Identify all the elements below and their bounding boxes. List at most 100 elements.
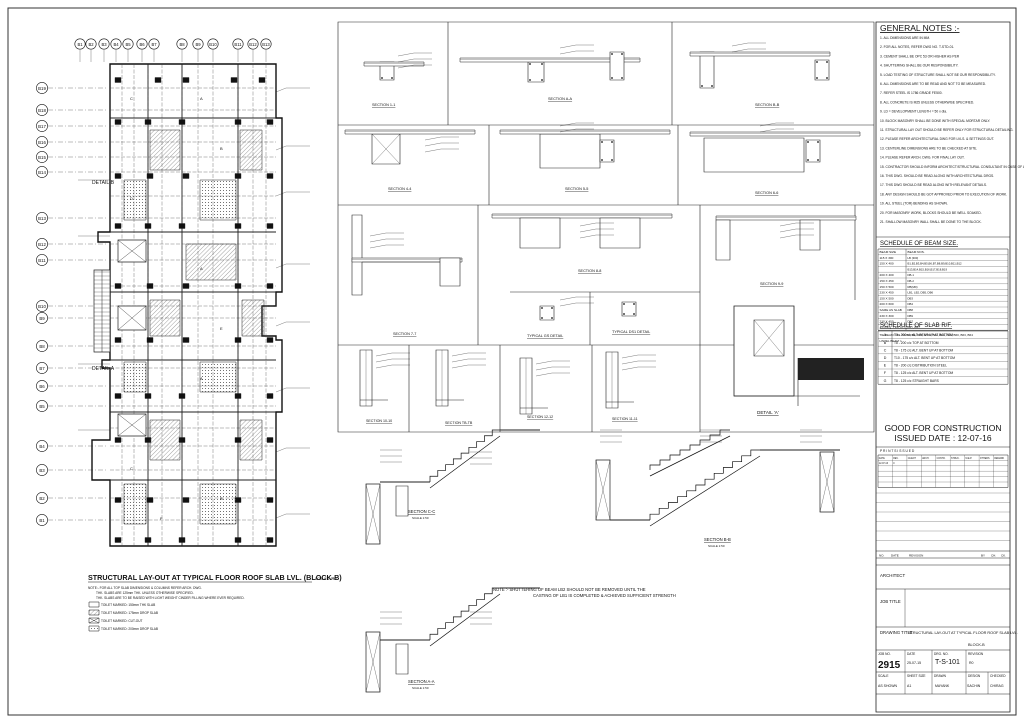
legend-2: TOILET MARKED: 175mm DROP SLAB (101, 611, 158, 615)
section-title-11-11: SECTION 11-11 (612, 417, 638, 421)
drop-slab (124, 362, 146, 392)
beam-size-cell: 230 X 300 (880, 314, 894, 318)
column (145, 120, 151, 125)
staircase (94, 270, 110, 352)
column (267, 224, 273, 229)
column (231, 78, 237, 83)
sunk-slab (186, 244, 236, 280)
row-bubble-circle (36, 464, 47, 475)
stair-flight-b2 (650, 430, 730, 476)
slab-mark: A (200, 266, 203, 271)
col-bubble-circle (193, 39, 203, 49)
leader (732, 43, 748, 46)
leader (580, 223, 596, 226)
column (183, 498, 189, 503)
stair-note-line-2: CASTING OF LB1 IS COMPLETED & ACHIEVED S… (533, 593, 676, 598)
rebar (807, 141, 809, 143)
row-bubble-b3: B3 (36, 464, 108, 475)
beam-outline (600, 140, 614, 162)
prints-cell: 0 (893, 463, 895, 465)
drawing-title: STRUCTURAL LAY-OUT AT TYPICAL FLOOR ROOF… (908, 631, 1018, 635)
leader (425, 137, 441, 140)
detail-a-title: DETAIL 'A' (757, 410, 779, 415)
prints-cell: DATE (879, 457, 885, 460)
stair-waist (650, 456, 760, 526)
general-note-item: 16. THIS DWG. SHOULD BE READ ALONG WITH … (880, 174, 994, 178)
slab-reinf-cell: T8 - 125 c/c ALT. BENT UP AT BOTTOM (894, 371, 953, 375)
tb-checked: CHIRAG (990, 684, 1004, 688)
row-bubble-circle (36, 104, 47, 115)
beam-nos-cell: DB8 (908, 308, 914, 312)
col-bubble-label: B2 (88, 42, 94, 47)
tb-label: SCALE (878, 674, 888, 678)
slab-mark: B (220, 146, 223, 151)
col-bubble-label: B12 (249, 42, 257, 47)
column (179, 224, 185, 229)
rebar (826, 77, 828, 79)
col-bubble-label: B4 (113, 42, 119, 47)
x (596, 460, 610, 520)
tb-label: SHEET SIZE (907, 674, 926, 678)
sunk-slab (150, 130, 180, 170)
callout-leader (276, 514, 286, 518)
row-bubble-label: B14 (38, 170, 46, 175)
general-note-item: 18. ANY DESIGN SHOULD BE GOT APPROVED PR… (880, 192, 1007, 196)
beam-nos-cell: DB7 (908, 320, 914, 324)
row-bubble-circle (36, 82, 47, 93)
leader (398, 59, 414, 62)
callout-leader (276, 192, 286, 196)
slab-mark-cell: D (884, 356, 887, 360)
stair-flight-c (430, 430, 500, 488)
column (179, 394, 185, 399)
beam-section (540, 306, 554, 320)
beam-size-cell: 150 X 450 (880, 279, 894, 283)
leader (376, 365, 392, 368)
section-title-9-9: SECTION 9-9 (760, 282, 783, 286)
leader (622, 361, 638, 364)
shaft (118, 240, 146, 262)
column (115, 284, 121, 289)
row-bubble-circle (36, 362, 47, 373)
row-bubble-b19: B19 (36, 82, 108, 93)
column (147, 338, 153, 343)
leader (452, 353, 468, 356)
stair-waist (430, 436, 500, 488)
leader (780, 223, 796, 226)
rev-header-cell: CK. (1001, 554, 1006, 558)
slab-mark-cell: C (884, 348, 887, 352)
tb-label: DATE (907, 652, 915, 656)
beam-section (700, 52, 714, 88)
row-bubble-b6: B6 (36, 380, 108, 391)
col-bubble-b4: B4 (111, 39, 121, 62)
drawing-title-label: DRAWING TITLE (880, 630, 913, 635)
row-bubble-b15: B15 (36, 151, 108, 162)
prints-cell: OTHERS (980, 458, 990, 460)
leader (376, 359, 392, 362)
prints-cell: ARCH. (922, 457, 930, 460)
x (366, 632, 380, 692)
slab-mark: C (130, 466, 133, 471)
beam-size-cell: 150 X 400 (880, 262, 894, 266)
tb-label: DESIGN (968, 674, 981, 678)
beam-size-cell: AS REQ. LAYOUT (880, 325, 906, 329)
column (147, 174, 153, 179)
leader (452, 365, 468, 368)
row-bubble-circle (36, 212, 47, 223)
rebar (817, 141, 819, 143)
beam-outline (622, 302, 636, 316)
stair-scale-a: SCALE 1:50 (412, 686, 429, 690)
column (235, 174, 241, 179)
column (179, 120, 185, 125)
col-bubble-circle (261, 39, 271, 49)
section-title-typical-gs: TYPICAL GS DETAIL (527, 334, 563, 338)
rebar (623, 313, 625, 315)
col-bubble-b9: B9 (193, 39, 203, 62)
column (115, 174, 121, 179)
row-bubble-b11: B11 (36, 254, 108, 265)
beam-nos-cell: LB (300) (908, 256, 919, 260)
row-bubble-circle (36, 400, 47, 411)
column (179, 538, 185, 543)
general-note-item: 14. PLEASE REFER ARCH. DWG. FOR FINAL LA… (880, 156, 965, 160)
slab-reinf-cell: T8 - 125 c/c STRAIGHT BARS (894, 379, 940, 383)
